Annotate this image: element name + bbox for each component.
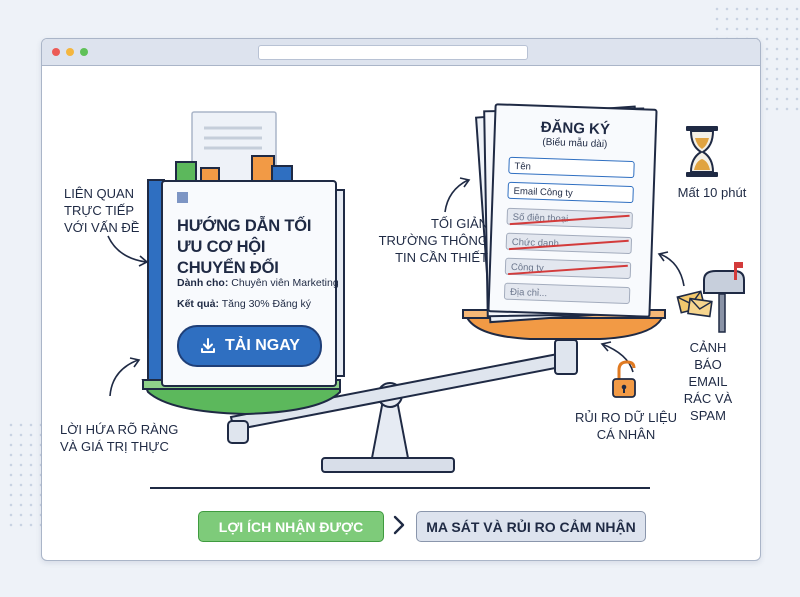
form-field-address[interactable]: Địa chỉ...	[503, 282, 631, 305]
unlocked-padlock-icon	[612, 360, 636, 398]
book-title: HƯỚNG DẪN TỐI ƯU CƠ HỘI CHUYỂN ĐỔI	[177, 217, 312, 277]
annotation-time-cost: Mất 10 phút	[677, 185, 747, 200]
download-icon	[201, 338, 215, 353]
form-field-company[interactable]: Công ty	[504, 257, 632, 280]
address-bar[interactable]	[258, 45, 528, 60]
minimize-dot-icon[interactable]	[66, 48, 74, 56]
book-audience: Dành cho: Chuyên viên Marketing	[177, 277, 339, 289]
form-field-email[interactable]: Email Công ty	[507, 181, 634, 204]
maximize-dot-icon[interactable]	[80, 48, 88, 56]
signup-form: ĐĂNG KÝ (Biểu mẫu dài) Tên Email Công ty…	[487, 103, 658, 318]
annotation-data-risk: RỦI RO DỮ LIỆU CÁ NHÂN	[574, 410, 678, 442]
close-dot-icon[interactable]	[52, 48, 60, 56]
annotation-promise: LỜI HỨA RÕ RÀNG VÀ GIÁ TRỊ THỰC	[60, 422, 179, 454]
browser-titlebar	[42, 39, 760, 66]
spam-mailbox-icon	[676, 262, 745, 333]
benefit-pill: LỢI ÍCH NHẬN ĐƯỢC	[198, 511, 384, 542]
annotation-spam-warning: CẢNH BÁO EMAIL RÁC VÀ SPAM	[683, 340, 733, 423]
annotation-relevance: LIÊN QUAN TRỰC TIẾP VỚI VẤN ĐỀ	[64, 186, 140, 235]
hourglass-icon	[686, 126, 718, 177]
scale-base	[321, 457, 455, 473]
form-field-job-title[interactable]: Chức danh	[505, 232, 633, 255]
annotation-minimize-fields: TỐI GIẢN TRƯỜNG THÔNG TIN CẦN THIẾT	[378, 216, 488, 265]
chevron-right-icon	[393, 515, 405, 535]
guide-book: HƯỚNG DẪN TỐI ƯU CƠ HỘI CHUYỂN ĐỔI Dành …	[161, 180, 339, 387]
download-button-label: TẢI NGAY	[225, 337, 300, 354]
book-bookmark	[177, 192, 188, 203]
form-field-phone[interactable]: Số điện thoại	[506, 207, 633, 230]
book-result: Kết quả: Tăng 30% Đăng ký	[177, 298, 312, 310]
download-now-button[interactable]: TẢI NGAY	[177, 325, 322, 367]
form-field-name[interactable]: Tên	[508, 156, 635, 179]
friction-pill: MA SÁT VÀ RỦI RO CẢM NHẬN	[416, 511, 646, 542]
